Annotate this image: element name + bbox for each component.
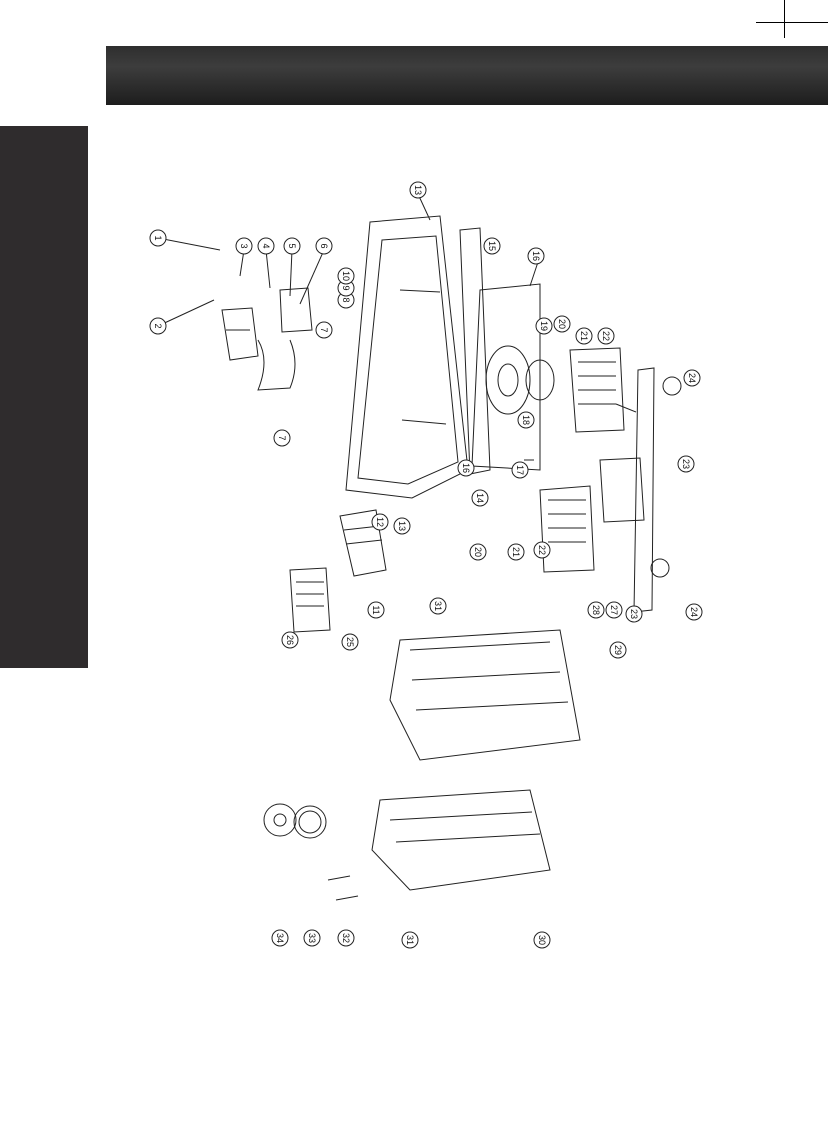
callout-c27: 27 [606, 602, 622, 618]
callout-label: 4 [261, 243, 271, 248]
callout-c20b: 20 [470, 544, 486, 560]
callout-label: 18 [521, 415, 531, 425]
callout-c31b: 31 [402, 932, 418, 948]
callout-c3: 3 [236, 238, 252, 254]
callout-c30: 30 [534, 932, 550, 948]
callout-label: 28 [591, 605, 601, 615]
callout-label: 5 [287, 243, 297, 248]
callout-c24b: 24 [686, 604, 702, 620]
callout-label: 10 [341, 271, 351, 281]
callout-label: 32 [341, 933, 351, 943]
table-top-outline [346, 216, 468, 498]
callout-c21b: 21 [508, 544, 524, 560]
callout-c22a: 22 [598, 328, 614, 344]
callout-label: 7 [277, 435, 287, 440]
callout-label: 31 [405, 935, 415, 945]
callout-label: 13 [397, 521, 407, 531]
callout-c7a: 7 [316, 322, 332, 338]
callout-label: 13 [413, 185, 423, 195]
callout-c16b: 16 [458, 460, 474, 476]
callout-label: 7 [319, 327, 329, 332]
callout-c12: 12 [372, 514, 388, 530]
callout-c14: 14 [472, 490, 488, 506]
callout-label: 12 [375, 517, 385, 527]
rail-right [634, 368, 654, 612]
callout-label: 22 [601, 331, 611, 341]
callout-c19: 19 [536, 318, 552, 334]
callout-c17: 17 [512, 462, 528, 478]
callout-c26: 26 [282, 632, 298, 648]
callout-label: 14 [475, 493, 485, 503]
callout-c6: 6 [316, 238, 332, 254]
callout-label: 9 [341, 285, 351, 290]
foot-bracket-lower [540, 486, 594, 572]
callout-label: 16 [531, 251, 541, 261]
callout-c16a: 16 [528, 248, 544, 264]
callout-label: 21 [511, 547, 521, 557]
callout-c28: 28 [588, 602, 604, 618]
callout-label: 6 [319, 243, 329, 248]
callout-c29: 29 [610, 642, 626, 658]
callout-label: 24 [689, 607, 699, 617]
callout-c34: 34 [272, 930, 288, 946]
callout-label: 24 [687, 373, 697, 383]
callout-label: 2 [153, 323, 163, 328]
callout-c1: 1 [150, 230, 166, 246]
callout-c2: 2 [150, 318, 166, 334]
callout-c11: 11 [368, 602, 384, 618]
callout-c32: 32 [338, 930, 354, 946]
callout-label: 29 [613, 645, 623, 655]
callout-label: 19 [539, 321, 549, 331]
callout-c21a: 21 [576, 328, 592, 344]
callout-label: 23 [681, 459, 691, 469]
exploded-parts-diagram: 1234567789101112131314151616171819202021… [140, 180, 720, 970]
callout-c13a: 13 [410, 182, 426, 198]
side-tab [0, 126, 88, 668]
callout-c10a: 10 [338, 268, 354, 284]
callout-label: 21 [579, 331, 589, 341]
callout-c4: 4 [258, 238, 274, 254]
callout-c23a: 23 [678, 456, 694, 472]
callout-c33: 33 [304, 930, 320, 946]
callout-label: 26 [285, 635, 295, 645]
callout-c31a: 31 [430, 598, 446, 614]
callout-c5: 5 [284, 238, 300, 254]
callout-label: 34 [275, 933, 285, 943]
callout-label: 8 [341, 297, 351, 302]
callout-label: 20 [473, 547, 483, 557]
callout-label: 17 [515, 465, 525, 475]
callout-label: 33 [307, 933, 317, 943]
callout-label: 1 [153, 235, 163, 240]
callout-c15: 15 [484, 238, 500, 254]
base-lower [372, 790, 550, 890]
header-bar [106, 46, 828, 105]
callout-label: 31 [433, 601, 443, 611]
callout-c22b: 22 [534, 542, 550, 558]
callout-c24a: 24 [684, 370, 700, 386]
callout-label: 23 [629, 609, 639, 619]
callout-label: 3 [239, 243, 249, 248]
callout-label: 11 [371, 605, 381, 614]
callout-label: 30 [537, 935, 547, 945]
callout-c13b: 13 [394, 518, 410, 534]
callout-label: 25 [345, 637, 355, 647]
foot-bracket-left [290, 568, 330, 632]
callout-c7b: 7 [274, 430, 290, 446]
callout-label: 16 [461, 463, 471, 473]
washer-large [264, 804, 296, 836]
callout-label: 22 [537, 545, 547, 555]
crop-mark-vertical [784, 0, 785, 38]
callout-c18: 18 [518, 412, 534, 428]
callout-label: 27 [609, 605, 619, 615]
callout-label: 15 [487, 241, 497, 251]
crop-mark-horizontal [756, 22, 828, 23]
miter-gauge [222, 308, 258, 360]
callout-c23b: 23 [626, 606, 642, 622]
callout-label: 20 [557, 319, 567, 329]
callout-c25: 25 [342, 634, 358, 650]
table-top-inner [358, 236, 458, 484]
callout-c20a: 20 [554, 316, 570, 332]
